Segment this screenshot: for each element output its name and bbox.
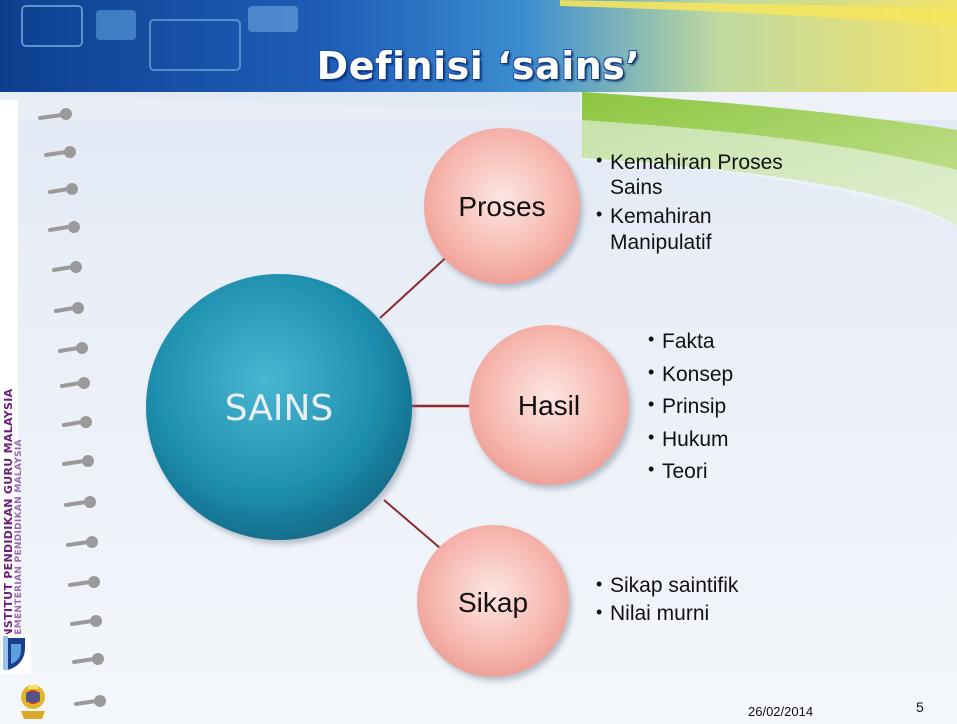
binder-ring-icon [62, 416, 92, 428]
hasil-bullet-list: Fakta Konsep Prinsip Hukum Teori [648, 326, 808, 489]
binder-ring-icon [62, 455, 94, 467]
binder-ring-icon [64, 496, 96, 508]
sikap-bullet-list: Sikap saintifik Nilai murni [596, 572, 816, 629]
connectors [379, 251, 472, 549]
branch-label-hasil: Hasil [518, 390, 580, 421]
binder-rings [38, 108, 106, 707]
side-strip [0, 100, 18, 640]
footer-date: 26/02/2014 [748, 704, 814, 719]
binder-ring-icon [48, 221, 80, 233]
list-item: Fakta [648, 326, 808, 359]
binder-ring-icon [70, 615, 102, 627]
binder-ring-icon [68, 576, 100, 588]
list-item: Prinsip [648, 391, 808, 424]
connector-sikap [383, 499, 441, 549]
list-item: Kemahiran Manipulatif [596, 204, 816, 254]
binder-ring-icon [60, 377, 90, 389]
binder-ring-icon [58, 342, 88, 354]
binder-ring-icon [48, 183, 78, 195]
list-item: Konsep [648, 359, 808, 392]
branch-node-sikap: Sikap [417, 525, 569, 677]
connector-proses [379, 251, 453, 319]
page-number: 5 [916, 699, 924, 715]
malaysia-crest-icon [21, 685, 45, 719]
list-item: Teori [648, 456, 808, 489]
binder-ring-icon [38, 108, 72, 120]
center-node-label: SAINS [225, 388, 334, 429]
binder-ring-icon [52, 261, 82, 273]
list-item: Nilai murni [596, 600, 816, 628]
list-item: Kemahiran Proses Sains [596, 150, 816, 200]
binder-ring-icon [72, 653, 104, 665]
binder-ring-icon [74, 695, 106, 707]
center-node: SAINS [146, 274, 412, 540]
proses-bullet-list: Kemahiran Proses Sains Kemahiran Manipul… [596, 150, 816, 259]
list-item: Sikap saintifik [596, 572, 816, 600]
slide-title: Definisi ‘sains’ [316, 44, 641, 88]
ipg-logo-icon [1, 634, 31, 674]
branch-label-proses: Proses [458, 191, 545, 222]
list-item: Hukum [648, 424, 808, 457]
binder-ring-icon [66, 536, 98, 548]
branch-label-sikap: Sikap [458, 587, 528, 618]
binder-ring-icon [54, 302, 84, 314]
branch-node-proses: Proses [424, 128, 580, 284]
branch-node-hasil: Hasil [469, 325, 629, 485]
binder-ring-icon [44, 146, 76, 158]
